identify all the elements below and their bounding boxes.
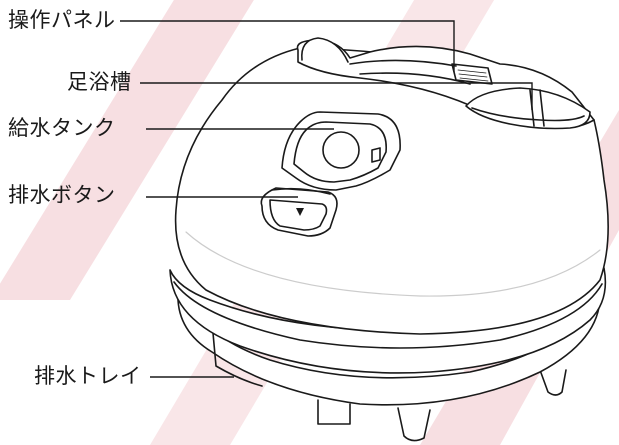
foot-bath-basin bbox=[465, 87, 591, 130]
label-drain-button: 排水ボタン bbox=[8, 183, 116, 207]
control-panel bbox=[451, 63, 493, 85]
foot-bath-inner bbox=[471, 107, 585, 122]
label-control-panel: 操作パネル bbox=[8, 8, 116, 32]
base-ring bbox=[169, 267, 607, 374]
dome-highlight bbox=[185, 231, 601, 297]
label-water-tank: 給水タンク bbox=[8, 116, 116, 140]
left-hump bbox=[301, 37, 349, 63]
right-foot bbox=[539, 369, 567, 396]
front-foot bbox=[397, 407, 431, 442]
water-tank-latch bbox=[371, 147, 381, 163]
base-ring-line bbox=[173, 281, 603, 349]
drain-button-top bbox=[271, 187, 331, 195]
drain-tray-handle bbox=[211, 321, 263, 387]
label-foot-bath: 足浴槽 bbox=[67, 70, 132, 94]
drain-button-arrow-icon bbox=[296, 208, 304, 216]
foot-bath-wall-2 bbox=[539, 89, 545, 127]
inner-trough bbox=[349, 59, 471, 85]
drain-button-face bbox=[269, 199, 328, 231]
left-foot bbox=[317, 399, 351, 425]
control-panel-ridges bbox=[457, 69, 489, 82]
water-tank-cap bbox=[322, 131, 360, 169]
drain-tray bbox=[177, 291, 601, 406]
label-drain-tray: 排水トレイ bbox=[34, 364, 142, 388]
water-tank-inner bbox=[293, 121, 387, 183]
watermark-stripe-left bbox=[0, 0, 254, 300]
